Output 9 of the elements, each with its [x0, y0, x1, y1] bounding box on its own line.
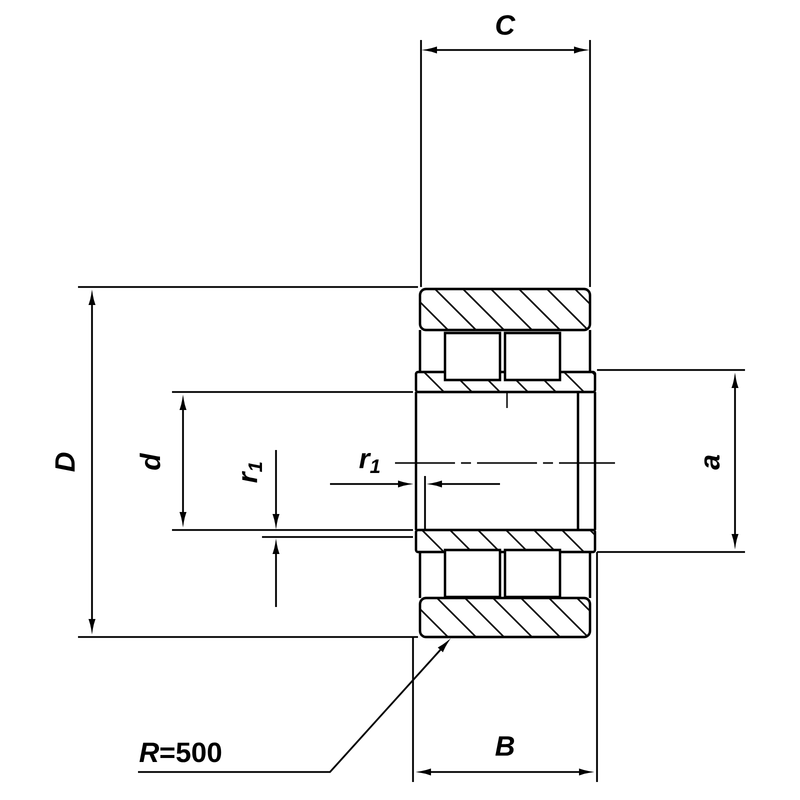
bearing-drawing: [395, 288, 615, 638]
radius-label: R=500: [140, 742, 222, 762]
dimension-label: D: [55, 452, 75, 472]
dimension-label: r$_{1}$: [242, 462, 262, 483]
dimension-label: C: [496, 15, 516, 35]
leader-line: [138, 642, 448, 773]
dimension-label: a: [704, 455, 720, 470]
dimension-label: B: [495, 736, 514, 756]
dimension-label: d: [140, 452, 160, 470]
